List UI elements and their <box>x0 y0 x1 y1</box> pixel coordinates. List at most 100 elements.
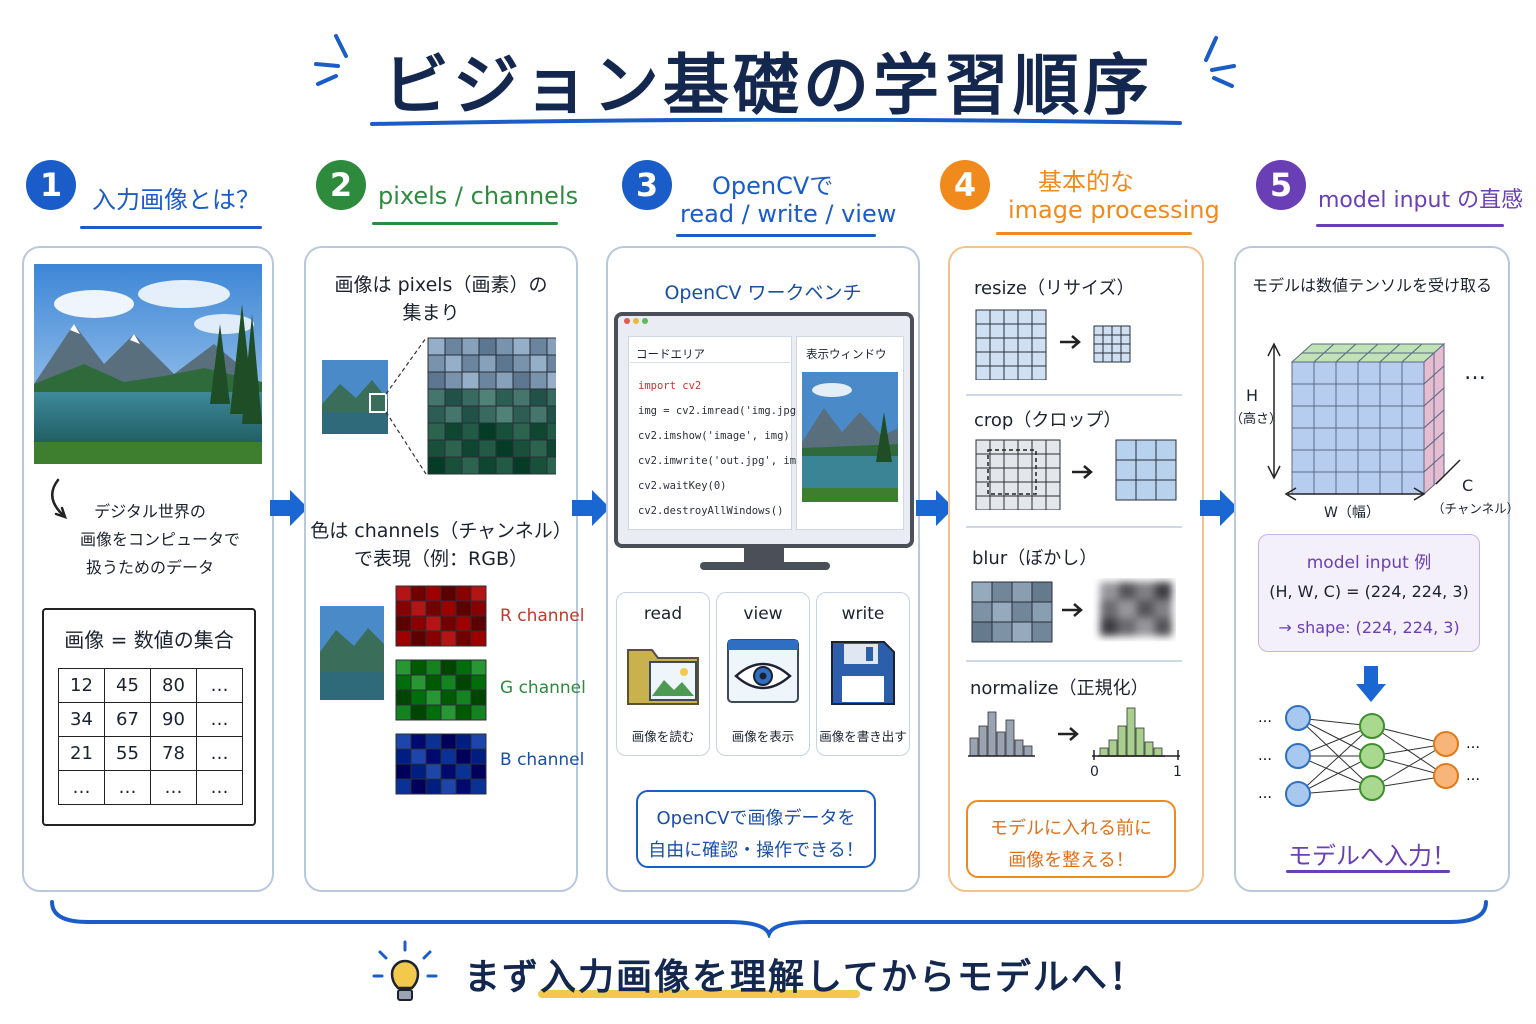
pixels-heading-line1: 画像は pixels（画素）の <box>334 274 548 296</box>
grid-cell <box>395 704 412 721</box>
grid-cell <box>444 354 463 373</box>
histogram-bar <box>969 737 979 757</box>
pixel-zoom-illustration <box>322 337 556 475</box>
nn-edge <box>1297 717 1373 789</box>
caption-line-1: デジタル世界の <box>94 502 206 521</box>
grid-cell <box>1045 439 1061 455</box>
grid-cell <box>455 778 472 795</box>
grid-cell <box>395 630 412 647</box>
example-line-2: → shape: (224, 224, 3) <box>1278 618 1460 637</box>
floppy-disk-icon <box>831 641 895 705</box>
grid-cell <box>1045 495 1061 510</box>
grid-cell <box>1003 495 1019 510</box>
grid-cell <box>410 630 427 647</box>
tensor-cell <box>1313 471 1337 495</box>
grid-cell <box>427 371 446 390</box>
grid-cell <box>1102 352 1113 363</box>
read-card-title: read <box>643 604 683 624</box>
tensor-cell <box>1379 383 1403 407</box>
grid-cell <box>410 600 427 617</box>
code-line-6: cv2.destroyAllWindows() <box>638 505 784 517</box>
grid-cell <box>971 581 993 603</box>
tensor-cell <box>1379 471 1403 495</box>
grid-cell <box>410 659 427 676</box>
h-axis-label: H <box>1246 386 1259 405</box>
grid-cell <box>1100 618 1118 636</box>
nn-edge <box>1297 755 1373 789</box>
grid-cell <box>440 630 457 647</box>
grid-cell <box>410 585 427 602</box>
histogram-bar <box>1153 747 1163 757</box>
grid-cell <box>495 371 514 390</box>
neural-network-graph: …………… <box>1258 705 1480 807</box>
grid-cell <box>546 371 556 390</box>
grid-cell <box>512 354 531 373</box>
table-cell: 45 <box>104 668 151 703</box>
tensor-cell <box>1335 383 1359 407</box>
grid-cell <box>1135 479 1157 501</box>
grid-cell <box>1031 351 1047 367</box>
grid-cell <box>395 600 412 617</box>
minimize-dot-icon[interactable] <box>633 318 639 324</box>
tensor-cell <box>1357 449 1381 473</box>
grid-cell <box>425 600 442 617</box>
grid-cell <box>1120 334 1131 345</box>
cube-side-face <box>1423 342 1445 496</box>
histogram-bar <box>1144 741 1154 757</box>
grid-cell <box>1111 334 1122 345</box>
grid-cell <box>546 456 556 475</box>
grid-cell <box>495 405 514 424</box>
table-cell: … <box>196 668 243 703</box>
tensor-cell <box>1335 361 1359 385</box>
maximize-dot-icon[interactable] <box>642 318 648 324</box>
grid-cell <box>1031 601 1053 623</box>
view-card-title: view <box>743 604 783 624</box>
grid-cell <box>1120 343 1131 354</box>
grid-cell <box>989 309 1005 325</box>
grid-cell <box>989 323 1005 339</box>
axis-max-label: 1 <box>1173 764 1182 780</box>
code-area[interactable] <box>628 336 792 530</box>
more-channels-dots: … <box>1464 360 1486 385</box>
grid-cell <box>440 704 457 721</box>
grid-cell <box>461 439 480 458</box>
tensor-cell <box>1401 405 1425 429</box>
channels-heading-line1: 色は channels（チャンネル） <box>310 520 572 542</box>
blur-label: blur（ぼかし） <box>972 548 1098 569</box>
grid-cell <box>529 422 548 441</box>
step-4-underline <box>996 232 1192 235</box>
grid-cell <box>1120 325 1131 336</box>
grid-cell <box>395 659 412 676</box>
grid-cell <box>455 704 472 721</box>
window-controls <box>620 316 908 328</box>
histogram-bar <box>996 731 1006 757</box>
model-input-example-box <box>1258 534 1480 652</box>
grid-cell <box>470 689 487 706</box>
grid-cell <box>425 763 442 780</box>
grid-cell <box>410 763 427 780</box>
grid-cell <box>461 337 480 356</box>
grid-cell <box>495 456 514 475</box>
processing-divider <box>966 660 1182 662</box>
code-line-2: img = cv2.imread('img.jpg') <box>638 405 809 417</box>
table-cell: 21 <box>58 736 105 771</box>
nn-node <box>1285 743 1311 769</box>
step-5-label: model input の直感 <box>1318 188 1524 213</box>
grid-cell <box>455 674 472 691</box>
tensor-cell <box>1313 427 1337 451</box>
channels-heading-line2: で表現（例：RGB） <box>354 548 528 570</box>
grid-cell <box>444 337 463 356</box>
grid-cell <box>1102 334 1113 345</box>
step-5-underline <box>1316 224 1504 227</box>
grid-cell <box>410 689 427 706</box>
grid-cell <box>425 659 442 676</box>
grid-cell <box>1003 323 1019 339</box>
table-cell: 90 <box>150 702 197 737</box>
grid-cell <box>425 704 442 721</box>
grid-cell <box>1003 337 1019 353</box>
close-dot-icon[interactable] <box>624 318 630 324</box>
grid-cell <box>495 354 514 373</box>
grid-cell <box>455 659 472 676</box>
code-text-1: import cv2 <box>638 380 702 392</box>
